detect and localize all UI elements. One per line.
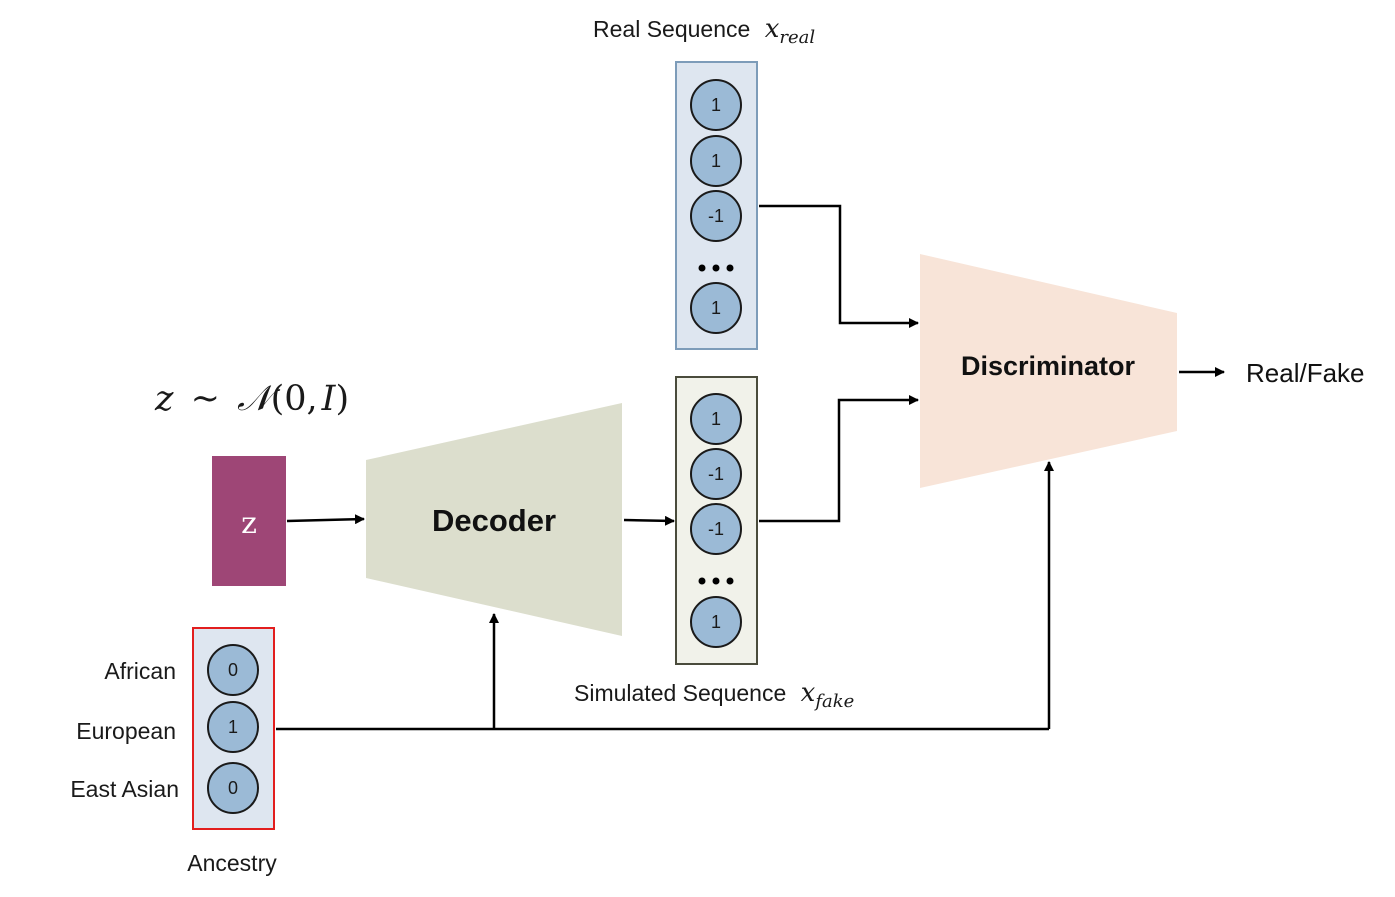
fake-node-2: -1: [690, 448, 742, 500]
ancestry-node-east-asian: 0: [207, 762, 259, 814]
ancestry-nodes: 0 1 0: [207, 644, 259, 814]
fake-ellipsis-icon: [698, 577, 734, 585]
svg-text:1: 1: [711, 612, 721, 632]
ancestry-node-african: 0: [207, 644, 259, 696]
fake-sequence-title: Simulated Sequence xfake: [574, 678, 854, 712]
arrow-z-to-decoder: [286, 514, 365, 525]
svg-text:1: 1: [711, 151, 721, 171]
real-sequence-nodes: 1 1 -1 1: [690, 79, 742, 334]
ancestry-title: Ancestry: [187, 850, 277, 876]
latent-z-label: z: [241, 506, 257, 541]
svg-text:-1: -1: [708, 464, 724, 484]
svg-text:0: 0: [228, 778, 238, 798]
output-label: Real/Fake: [1246, 358, 1365, 388]
svg-text:-1: -1: [708, 206, 724, 226]
svg-text:1: 1: [711, 298, 721, 318]
latent-distribution-formula: z ~ 𝒩(0,I): [154, 379, 349, 419]
fake-sequence-nodes: 1 -1 -1 1: [690, 393, 742, 648]
svg-text:1: 1: [711, 95, 721, 115]
ancestry-label-east-asian: East Asian: [70, 776, 179, 802]
arrow-decoder-to-fake-sequence: [623, 515, 675, 526]
fake-node-3: -1: [690, 503, 742, 555]
real-node-3: -1: [690, 190, 742, 242]
real-node-4: 1: [690, 282, 742, 334]
ancestry-node-european: 1: [207, 701, 259, 753]
discriminator-label: Discriminator: [961, 351, 1136, 381]
svg-text:-1: -1: [708, 519, 724, 539]
decoder-label: Decoder: [432, 503, 556, 538]
real-sequence-title: Real Sequence xreal: [593, 14, 815, 48]
real-node-1: 1: [690, 79, 742, 131]
real-ellipsis-icon: [698, 264, 734, 272]
real-node-2: 1: [690, 135, 742, 187]
discriminator-block: [920, 254, 1177, 488]
latent-z-box: [212, 456, 286, 586]
svg-text:1: 1: [711, 409, 721, 429]
arrow-real-to-discriminator: [759, 204, 919, 328]
ancestry-label-african: African: [104, 658, 176, 684]
ancestry-label-european: European: [76, 718, 176, 744]
fake-node-1: 1: [690, 393, 742, 445]
arrow-fake-to-discriminator: [759, 395, 919, 523]
fake-node-4: 1: [690, 596, 742, 648]
decoder-block: [366, 403, 622, 636]
svg-text:1: 1: [228, 717, 238, 737]
svg-text:0: 0: [228, 660, 238, 680]
